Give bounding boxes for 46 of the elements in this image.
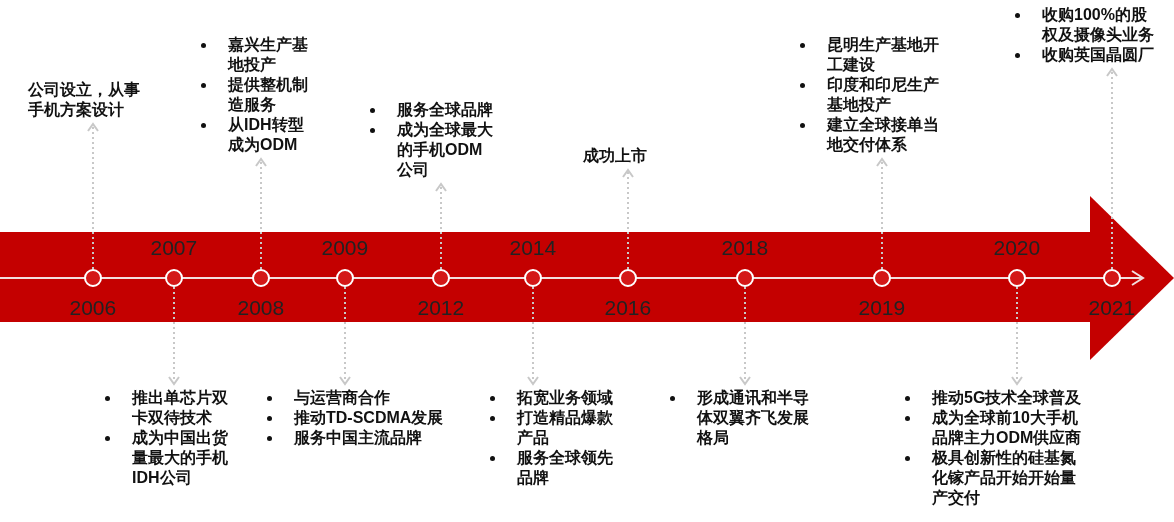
bullet-item: 服务中国主流品牌 [294,428,423,448]
bullet-item: 推动TD-SCDMA发展 [294,408,445,428]
year-label: 2008 [237,296,285,320]
dotted-arrow [1106,68,1118,270]
bullet-item: 从IDH转型成为ODM [228,115,305,155]
milestone-text: 成功上市 [583,146,663,166]
dotted-arrow [339,286,351,385]
year-label: 2020 [993,236,1041,260]
year-label: 2007 [150,236,198,260]
dotted-arrow [527,286,539,385]
milestone-text: 公司设立，从事手机方案设计 [28,80,146,120]
bullet-item: 收购100%的股权及摄像头业务 [1042,5,1155,45]
bullet-item: 与运营商合作 [294,388,391,408]
bullet-item: 成为全球最大的手机ODM公司 [397,120,494,180]
bullet-item: 印度和印尼生产基地投产 [827,75,940,115]
bullet-item: 服务全球领先品牌 [517,448,614,488]
year-label: 2021 [1088,296,1136,320]
year-label: 2018 [721,236,769,260]
bullet-item: 服务全球品牌 [397,100,494,120]
bullet-item: 提供整机制造服务 [228,75,309,115]
dotted-arrow [435,183,447,270]
dotted-arrow [739,286,751,385]
bullet-item: 极具创新性的硅基氮化镓产品开始开始量产交付 [932,448,1077,508]
bullet-item: 嘉兴生产基地投产 [228,35,309,75]
dotted-arrow [1011,286,1023,385]
bullet-item: 收购英国晶圆厂 [1042,45,1155,65]
bullet-item: 建立全球接单当地交付体系 [827,115,940,155]
year-label: 2009 [321,236,369,260]
bullet-item: 形成通讯和半导体双翼齐飞发展格局 [697,388,810,448]
bullet-item: 昆明生产基地开工建设 [827,35,940,75]
dotted-arrow [168,286,180,385]
bullet-item: 成为中国出货量最大的手机IDH公司 [132,428,229,488]
dotted-arrow [255,158,267,270]
bullet-item: 拓宽业务领域 [517,388,614,408]
year-label: 2019 [858,296,906,320]
dotted-arrow [876,158,888,270]
year-label: 2006 [69,296,117,320]
year-label: 2012 [417,296,465,320]
bullet-item: 打造精品爆款产品 [517,408,614,448]
bullet-item: 推动5G技术全球普及 [932,388,1082,408]
bullet-item: 成为全球前10大手机品牌主力ODM供应商 [932,408,1082,448]
dotted-arrow [622,169,634,270]
year-label: 2014 [509,236,557,260]
year-label: 2016 [604,296,652,320]
dotted-arrow [87,123,99,270]
bullet-item: 推出单芯片双卡双待技术 [132,388,229,428]
